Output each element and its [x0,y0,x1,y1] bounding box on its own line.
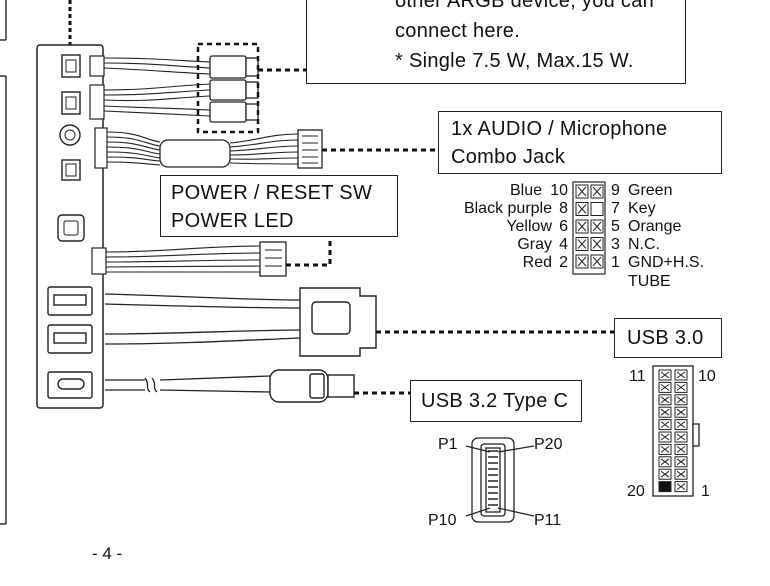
audio-pin-label: Blue [509,182,542,199]
typec-pin-p1: P1 [438,436,458,453]
audio-cable [106,131,299,168]
argb-dashed-group [196,42,260,134]
usb3-cables [104,293,301,345]
audio-line-2: Combo Jack [451,146,566,168]
typec-label: USB 3.2 Type C [421,390,569,412]
typec-label-box: USB 3.2 Type C [410,380,582,422]
audio-pin-extra: TUBE [628,273,671,290]
typec-plug [269,369,355,403]
audio-pin-label: Key [628,200,656,217]
audio-pin-label: N.C. [628,236,660,253]
argb-warning-box: other ARGB device, you can connect here.… [306,0,686,84]
audio-pin-block [572,181,606,275]
warning-line-2: connect here. [395,20,521,42]
audio-pin-label: Gray [517,236,552,253]
usb3-label-box: USB 3.0 [614,318,722,358]
usb3-pin-header [652,365,700,497]
usb3-pin-10: 10 [698,368,716,385]
usb3-plug [299,287,377,357]
power-plug [259,241,287,277]
audio-pin-num: 10 [550,182,568,199]
audio-pin-num: 2 [559,254,568,271]
audio-pin-num: 1 [611,254,620,271]
pin-cell [590,202,604,216]
audio-pin-label: Black purple [463,200,552,217]
audio-pin-label: GND+H.S. [628,254,705,271]
warning-line-1: other ARGB device, you can [395,0,655,12]
audio-line-1: 1x AUDIO / Microphone [451,118,668,140]
warning-line-3: * Single 7.5 W, Max.15 W. [395,50,634,72]
argb-cables [103,57,211,117]
audio-pin-label: Green [628,182,673,199]
argb-plugs [209,55,259,123]
power-line-1: POWER / RESET SW [171,182,373,204]
argb-ports [57,54,85,242]
audio-pin-num: 4 [559,236,568,253]
audio-pin-num: 5 [611,218,620,235]
usb3-label: USB 3.0 [627,327,704,349]
usb3-pin-20: 20 [627,483,645,500]
usb3-pin-11: 11 [629,368,646,385]
audio-pin-num: 9 [611,182,620,199]
audio-label-box: 1x AUDIO / Microphone Combo Jack [438,111,722,174]
page-number: - 4 - [92,544,123,563]
audio-pin-num: 8 [559,200,568,217]
typec-pin-diagram [465,437,535,523]
pin-cell [658,481,672,493]
usb3-pin-1: 1 [701,483,710,500]
power-line-2: POWER LED [171,210,294,232]
audio-pin-num: 7 [611,200,620,217]
usb-a-ports [47,286,93,399]
audio-pin-num: 6 [559,218,568,235]
power-cable [105,245,261,273]
typec-cable [105,375,271,393]
power-label-box: POWER / RESET SW POWER LED [160,175,398,237]
typec-pin-p20: P20 [534,436,563,453]
audio-pin-label: Red [522,254,552,271]
typec-pin-p10: P10 [428,512,457,529]
audio-pin-num: 3 [611,236,620,253]
audio-pin-label: Yellow [506,218,552,235]
audio-pin-label: Orange [628,218,682,235]
typec-pin-p11: P11 [534,512,562,529]
